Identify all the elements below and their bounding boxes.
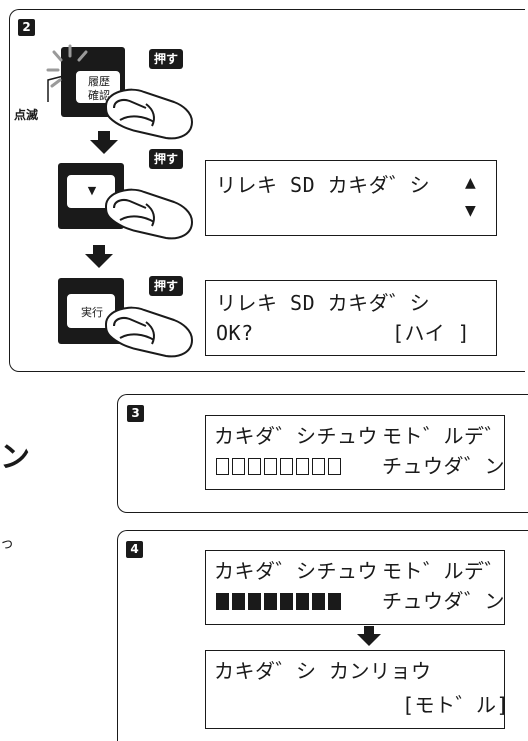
lcd-line-1-left: カキダ゛シチュウ [214,424,378,448]
pressing-hand-icon [104,188,194,240]
scroll-up-icon: ▲ [465,175,476,191]
progress-segment [280,458,293,475]
lcd-line-1: リレキ SD カキダ゛シ [216,291,431,315]
progress-segment [296,593,309,610]
progress-segment [248,593,261,610]
step-number-2: 2 [18,19,35,36]
progress-segment [264,593,277,610]
progress-bar-empty [216,458,344,477]
lcd-exporting-progress: カキダ゛シチュウ モト゛ルデ゛ チュウダ゛ン [205,415,505,490]
down-arrow-icon [90,131,118,154]
lcd-line-1: カキダ゛シ カンリョウ [214,659,432,683]
lcd-confirm-export: リレキ SD カキダ゛シ OK? [ハイ ] [205,280,497,356]
lcd-history-sd-export: リレキ SD カキダ゛シ ▲ ▼ [205,160,497,236]
history-key-label-2: 確認 [88,89,110,102]
lcd-line-2-left: OK? [216,321,254,345]
lcd-line-2-right: [ハイ ] [392,321,471,345]
progress-segment [232,593,245,610]
push-label-1: 押す [149,49,184,69]
down-key-symbol: ▼ [87,184,97,197]
progress-segment [264,458,277,475]
progress-segment [328,458,341,475]
progress-segment [328,593,341,610]
push-label-2: 押す [149,149,184,169]
lcd-line-1-right: モト゛ルデ゛ [382,559,505,583]
exec-key-label: 実行 [81,306,103,319]
down-arrow-icon [357,626,381,646]
progress-segment [296,458,309,475]
margin-fragment-small: っ [0,536,14,552]
blink-label: 点滅 [14,108,39,122]
down-arrow-icon [85,245,113,268]
lcd-export-complete: カキダ゛シ カンリョウ [モト゛ル] [205,650,509,729]
margin-fragment-hook: ン [0,440,30,475]
lcd-line-1-left: カキダ゛シチュウ [214,559,378,583]
lcd-exporting-complete-progress: カキダ゛シチュウ モト゛ルデ゛ チュウダ゛ン [205,550,505,625]
step-number-3: 3 [127,405,144,422]
lcd-line-2-right: チュウダ゛ン [382,454,505,478]
lcd-line-1: リレキ SD カキダ゛シ [216,173,431,197]
progress-segment [232,458,245,475]
pressing-hand-icon [104,306,194,358]
progress-segment [312,593,325,610]
lcd-line-1-right: モト゛ルデ゛ [382,424,505,448]
scroll-down-icon: ▼ [465,203,476,219]
push-label-3: 押す [149,276,184,296]
progress-segment [216,458,229,475]
blink-rays-icon [46,44,88,102]
progress-segment [248,458,261,475]
progress-bar-full [216,593,344,612]
step-number-4: 4 [126,541,143,558]
history-key-label-1: 履歴 [88,75,110,88]
progress-segment [312,458,325,475]
progress-segment [216,593,229,610]
pressing-hand-icon [104,88,194,140]
progress-segment [280,593,293,610]
lcd-line-2: [モト゛ル] [402,693,510,717]
lcd-line-2-right: チュウダ゛ン [382,589,505,613]
